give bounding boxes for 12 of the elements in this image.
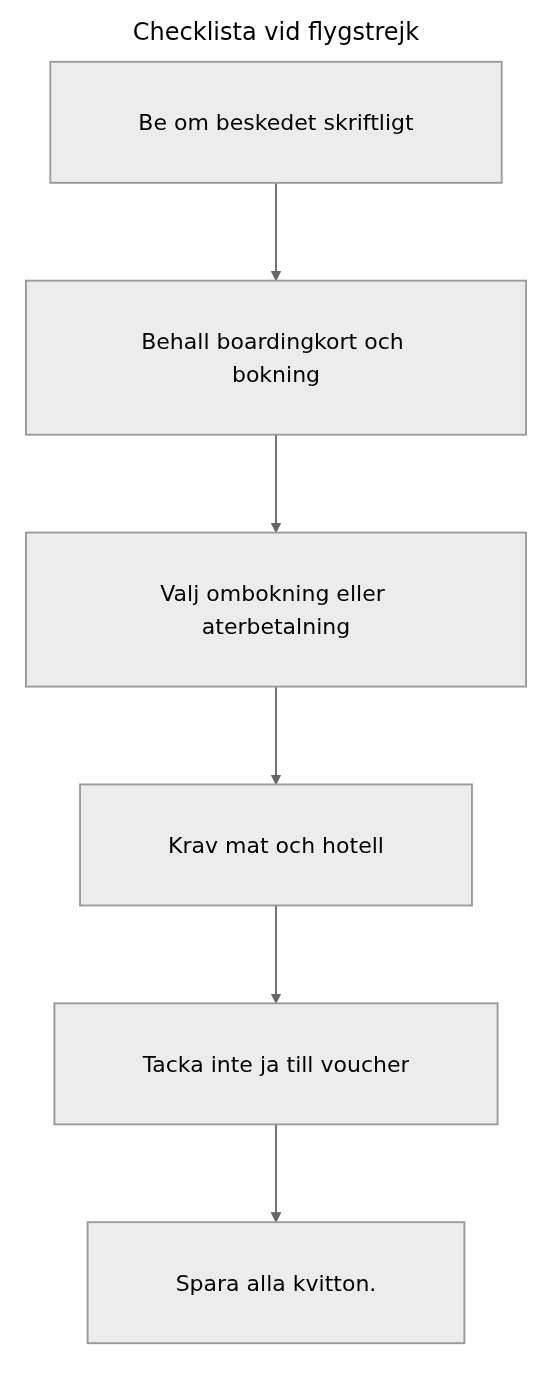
- process-box: Valj ombokning eller aterbetalning: [25, 531, 527, 688]
- process-box: Be om beskedet skriftligt: [49, 60, 503, 184]
- process-box: Tacka inte ja till voucher: [53, 1002, 499, 1126]
- process-box: Behall boardingkort och bokning: [25, 279, 527, 436]
- diagram-title: Checklista vid flygstrejk: [132, 18, 420, 46]
- process-box: Spara alla kvitton.: [86, 1221, 466, 1345]
- arrow: [270, 181, 282, 282]
- arrow: [270, 1123, 282, 1223]
- process-box: Krav mat och hotell: [79, 783, 473, 907]
- arrow: [270, 685, 282, 785]
- arrow: [270, 904, 282, 1004]
- arrow: [270, 433, 282, 534]
